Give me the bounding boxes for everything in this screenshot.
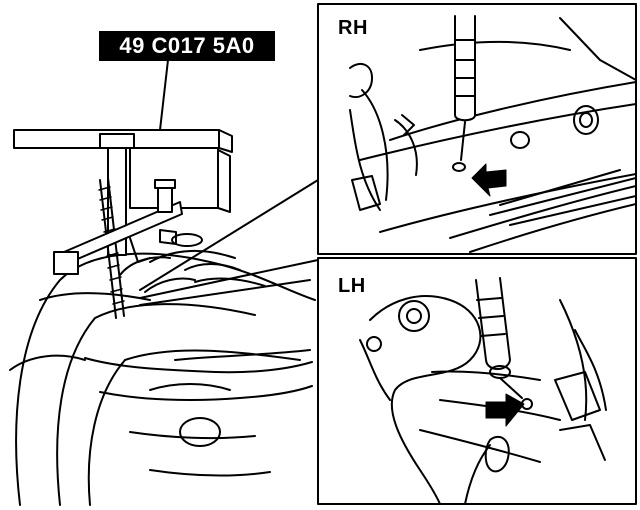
lh-panel-label: LH: [338, 275, 366, 297]
puller-tool-illustration: [13, 59, 319, 319]
lh-detail-linework: [359, 277, 607, 505]
rh-panel-label: RH: [338, 17, 368, 39]
vehicle-front-illustration: [9, 250, 316, 506]
tool-number-callout: 49 C017 5A0: [99, 31, 275, 61]
lh-detail-panel: [317, 257, 637, 505]
rh-detail-linework: [349, 15, 637, 253]
rh-detail-panel: [317, 3, 637, 255]
arrow-icon: [471, 163, 507, 197]
arrow-icon: [485, 393, 525, 427]
